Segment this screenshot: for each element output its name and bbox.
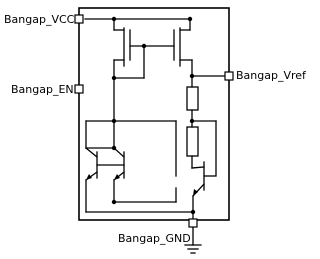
pmos-right-icon xyxy=(173,18,193,77)
ground-icon xyxy=(184,225,202,254)
pin-vcc xyxy=(74,14,84,24)
pin-en xyxy=(74,84,84,94)
pmos-left-icon xyxy=(113,18,131,79)
block-outline xyxy=(78,7,230,221)
npn-left-arrow-icon xyxy=(86,174,92,180)
pin-en-label: Bangap_EN xyxy=(11,83,74,96)
pin-vref-label: Bangap_Vref xyxy=(236,69,306,82)
pin-gnd xyxy=(188,218,198,228)
pin-vref xyxy=(224,71,234,81)
pin-gnd-label: Bangap_GND xyxy=(118,232,191,245)
npn-right-icon xyxy=(113,147,125,181)
resistor-top xyxy=(186,86,199,111)
resistor-bottom xyxy=(186,126,199,157)
npn-output-arrow-icon xyxy=(193,189,198,196)
junction-dots xyxy=(111,16,196,215)
bandgap-schematic xyxy=(74,7,234,254)
npn-left-icon xyxy=(85,147,98,181)
pin-vcc-label: Bangap_VCC xyxy=(4,13,75,26)
npn-right-arrow-icon xyxy=(114,174,120,180)
